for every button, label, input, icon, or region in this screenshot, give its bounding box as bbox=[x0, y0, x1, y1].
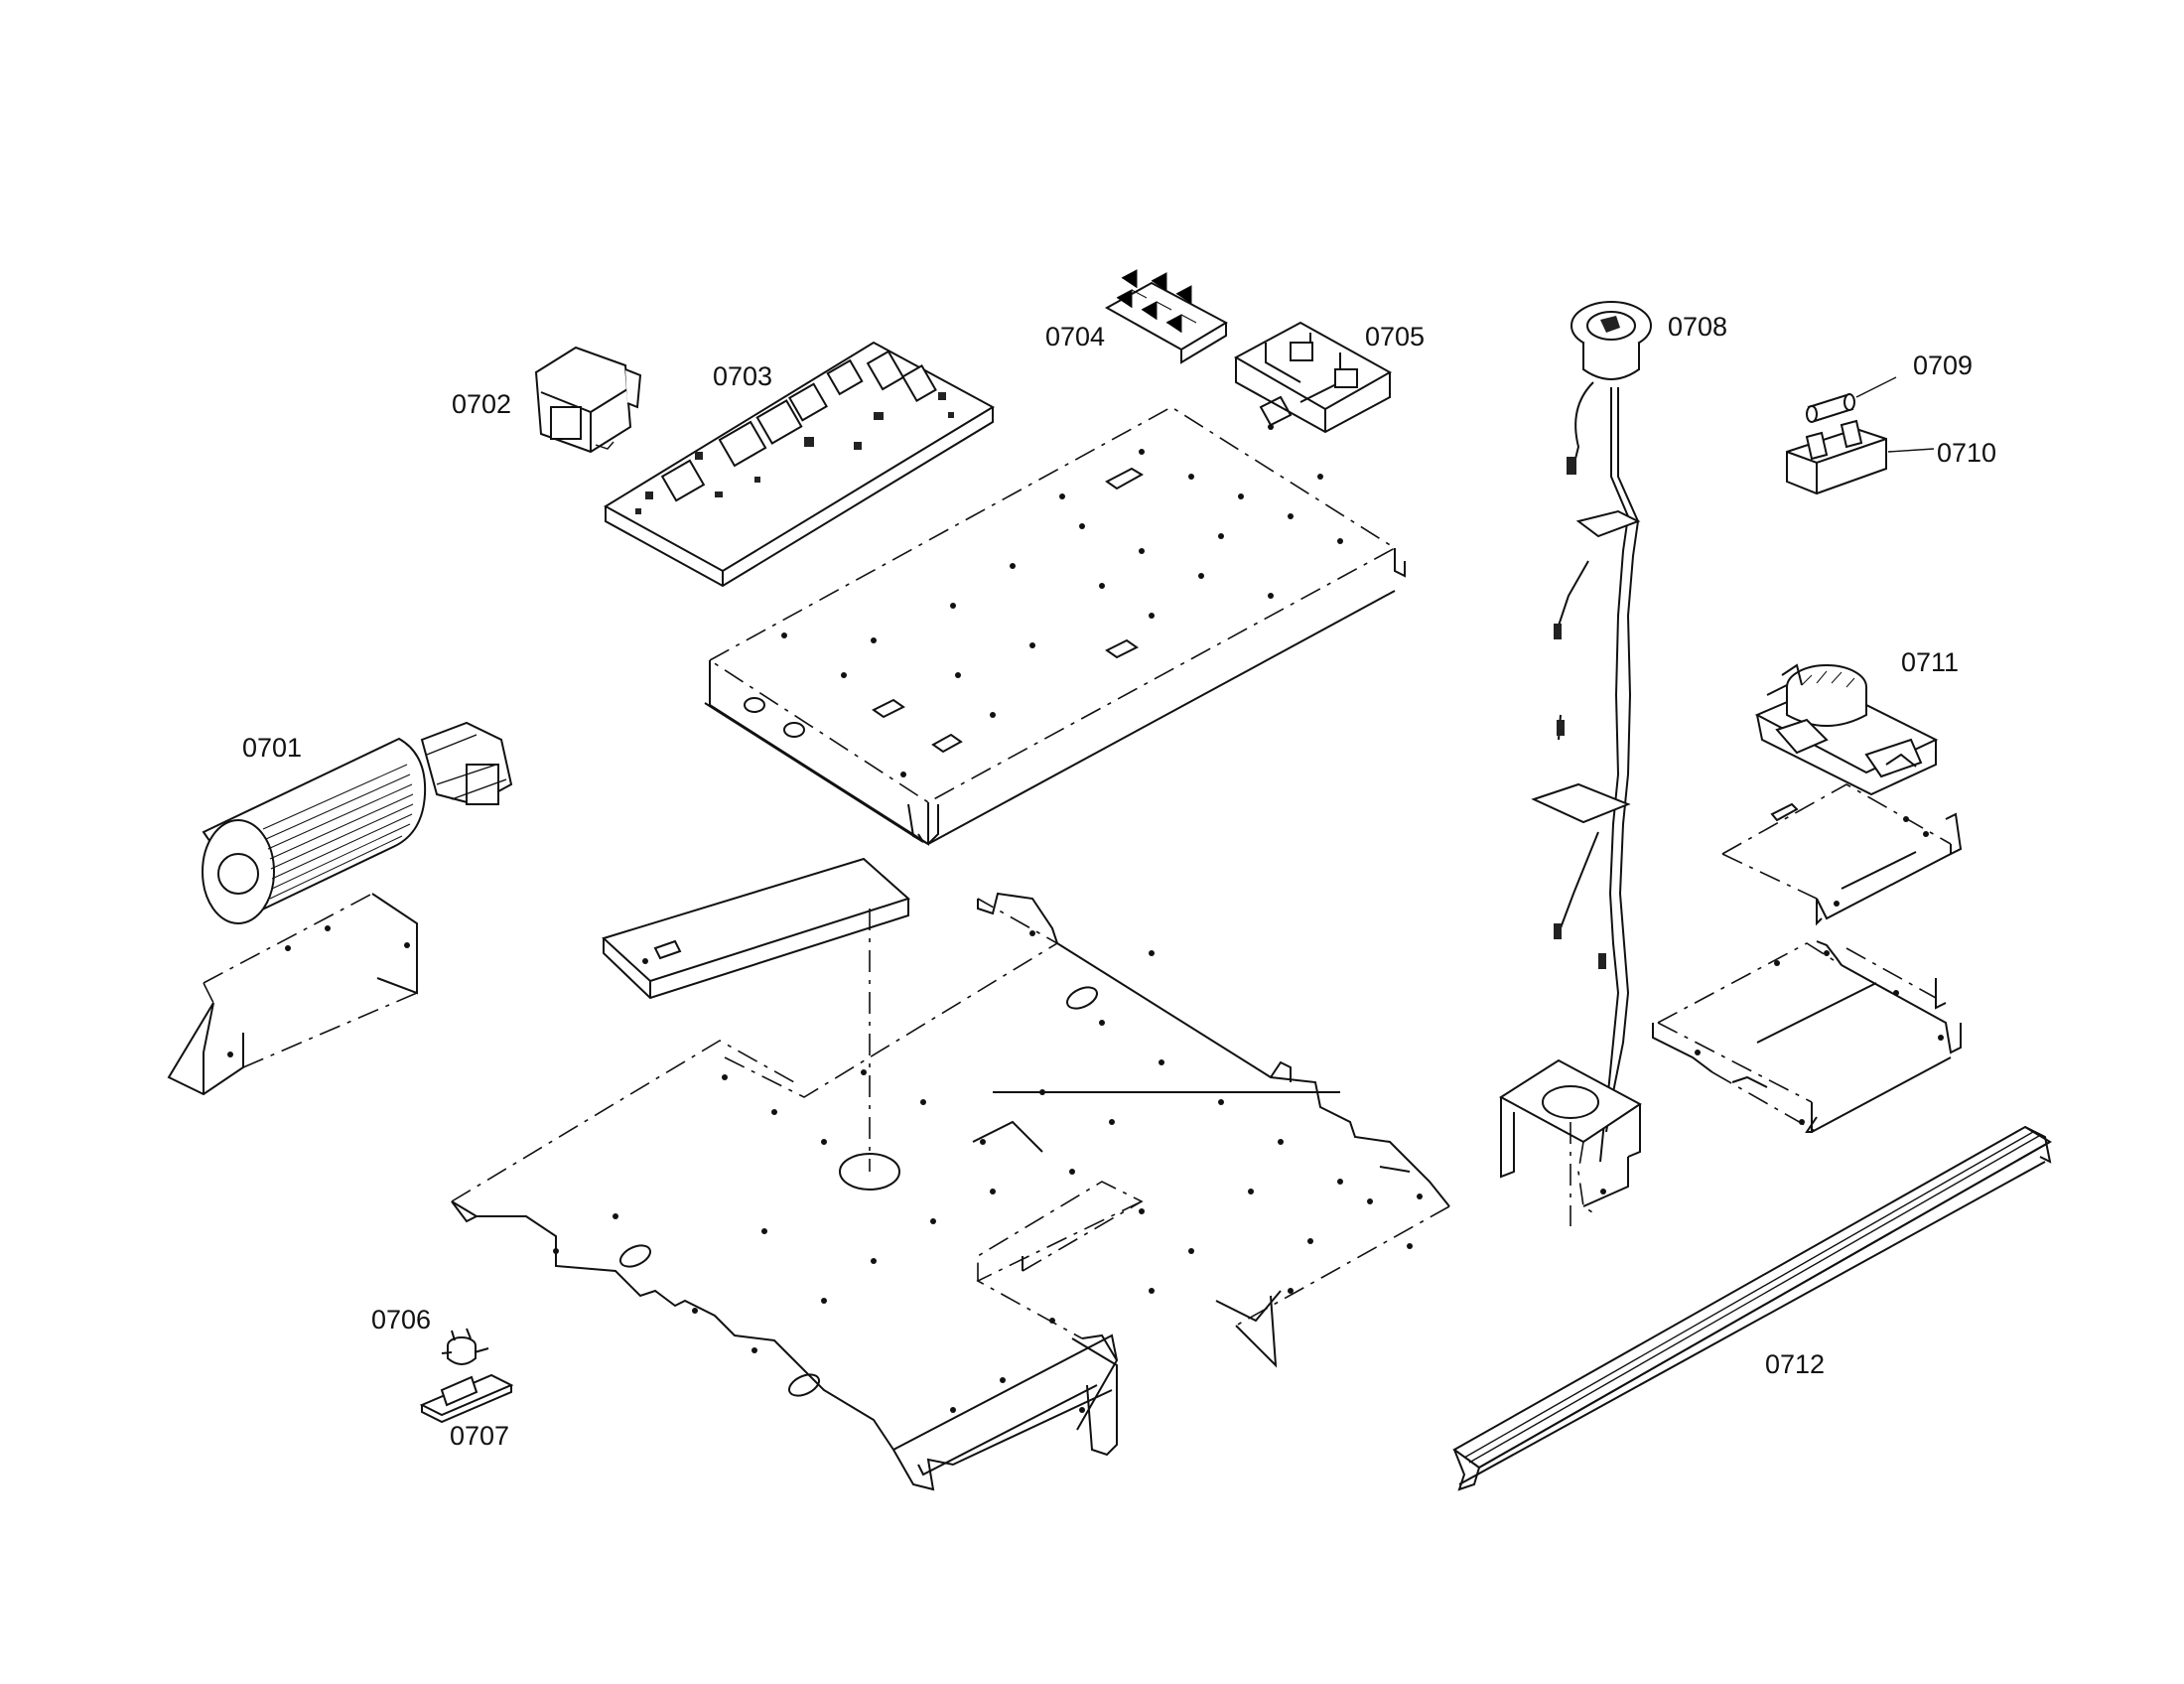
part-0712-rail[interactable] bbox=[1452, 1125, 2052, 1491]
part-0710-fuse-holder[interactable] bbox=[1786, 419, 1935, 495]
part-0709-fuse[interactable] bbox=[1806, 376, 1897, 423]
label-0708: 0708 bbox=[1668, 312, 1727, 342]
label-0711: 0711 bbox=[1901, 647, 1959, 677]
center-duct bbox=[1499, 1058, 1642, 1226]
part-0701-blower[interactable] bbox=[202, 721, 513, 924]
part-0704-terminal-block[interactable] bbox=[1104, 269, 1229, 364]
part-0705-relay-housing[interactable] bbox=[1233, 321, 1393, 434]
part-0703-control-board[interactable] bbox=[604, 341, 996, 588]
lock-bracket bbox=[1721, 783, 1963, 926]
label-0704: 0704 bbox=[1045, 322, 1105, 351]
part-0707-bracket[interactable] bbox=[419, 1373, 514, 1424]
label-0712: 0712 bbox=[1765, 1349, 1825, 1379]
part-0702-transformer[interactable] bbox=[534, 346, 642, 454]
upper-mounting-panel bbox=[704, 406, 1406, 846]
label-0703: 0703 bbox=[713, 361, 772, 391]
label-0706: 0706 bbox=[371, 1305, 431, 1334]
fan-bracket bbox=[167, 893, 418, 1096]
base-panel bbox=[451, 892, 1450, 1491]
part-0706-thermostat[interactable] bbox=[441, 1328, 489, 1365]
label-0701: 0701 bbox=[242, 733, 302, 763]
label-0702: 0702 bbox=[452, 389, 511, 419]
small-bracket bbox=[602, 857, 910, 1191]
label-0709: 0709 bbox=[1913, 351, 1973, 380]
lower-right-tray bbox=[1652, 940, 1962, 1133]
label-0707: 0707 bbox=[450, 1421, 509, 1451]
part-0708-lamp-harness[interactable] bbox=[1531, 301, 1652, 1163]
part-0711-lock-motor[interactable] bbox=[1754, 663, 1939, 796]
label-0710: 0710 bbox=[1937, 438, 1996, 468]
label-0705: 0705 bbox=[1365, 322, 1425, 351]
